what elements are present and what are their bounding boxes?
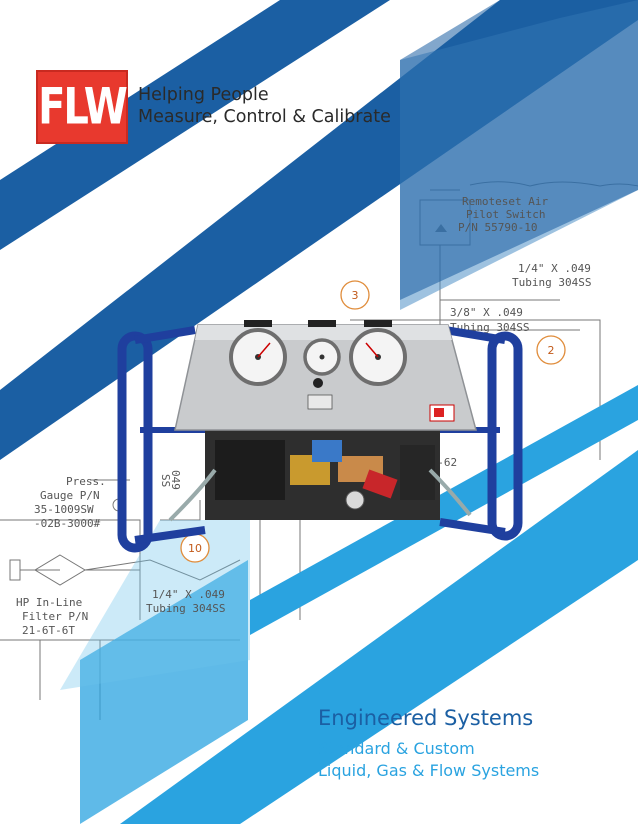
filter-label-3: 21-6T-6T bbox=[22, 624, 75, 637]
stripe-dark-left bbox=[0, 0, 390, 250]
misc-label-3: SS bbox=[159, 474, 172, 487]
gauge-label-3: 35-1009SW bbox=[34, 503, 94, 516]
logo-text: FLW bbox=[38, 78, 128, 136]
tubing-mid-1: 3/8" X .049 bbox=[450, 306, 523, 319]
cover-titles: Engineered Systems Standard & Custom Liq… bbox=[318, 706, 539, 782]
pump-system-photo bbox=[117, 320, 523, 553]
tubing-lower-1: 1/4" X .049 bbox=[152, 588, 225, 601]
tubing-lower-2: Tubing 304SS bbox=[146, 602, 225, 615]
balloon-10-label: 10 bbox=[188, 542, 202, 555]
cover-subtitle-line-2: Liquid, Gas & Flow Systems bbox=[318, 761, 540, 780]
panel-pale-blue bbox=[60, 520, 250, 690]
stripe-light-bottom bbox=[120, 450, 638, 824]
panel-dark-overlay bbox=[400, 0, 638, 300]
stripe-light-upper bbox=[250, 385, 638, 635]
balloon-2 bbox=[536, 335, 566, 365]
balloon-3-label: 3 bbox=[352, 289, 359, 302]
tagline-line-1: Helping People bbox=[138, 85, 269, 105]
filter-label-2: Filter P/N bbox=[22, 610, 88, 623]
panel-light-lower bbox=[80, 560, 248, 824]
gauge-label-4: -02B-3000# bbox=[34, 517, 101, 530]
switch-label-3: P/N 55790-10 bbox=[458, 221, 537, 234]
balloon-3 bbox=[340, 280, 370, 310]
filter-label-1: HP In-Line bbox=[16, 596, 82, 609]
balloon-2-label: 2 bbox=[548, 344, 555, 357]
flw-logo: FLW bbox=[36, 70, 128, 144]
cover-subtitle-line-1: Standard & Custom bbox=[318, 739, 475, 758]
gauge-label-2: Gauge P/N bbox=[40, 489, 100, 502]
gauge-label-1: Press. bbox=[66, 475, 106, 488]
switch-label-1: Remoteset Air bbox=[462, 195, 548, 208]
tubing-upper-2: Tubing 304SS bbox=[512, 276, 591, 289]
tagline: Helping People Measure, Control & Calibr… bbox=[138, 84, 391, 128]
cover-title: Engineered Systems bbox=[318, 706, 534, 730]
misc-label-2: 049 bbox=[169, 470, 182, 490]
tubing-upper-1: 1/4" X .049 bbox=[518, 262, 591, 275]
tagline-line-2: Measure, Control & Calibrate bbox=[138, 107, 391, 127]
switch-label-2: Pilot Switch bbox=[466, 208, 545, 221]
